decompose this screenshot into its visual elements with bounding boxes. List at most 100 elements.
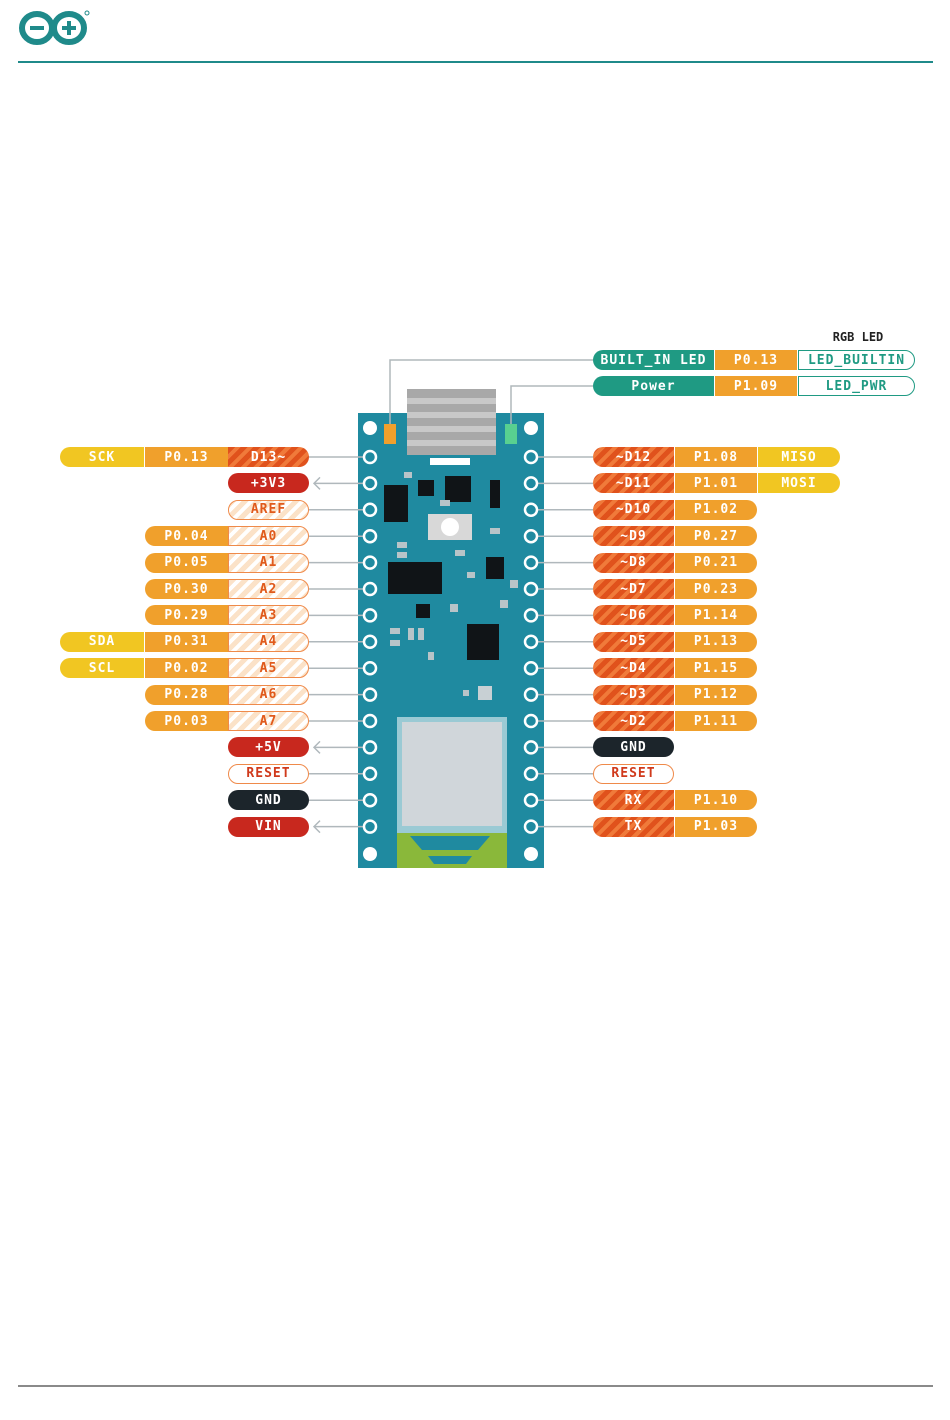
left-pin-label: P0.28 xyxy=(145,684,228,705)
right-pin-label: RX xyxy=(593,790,674,811)
right-pin-label: P1.11 xyxy=(675,711,757,731)
pin-pad xyxy=(362,476,378,491)
footer-rule xyxy=(18,1385,933,1387)
led-connector-line xyxy=(510,385,593,424)
right-pin-label: ~D3 xyxy=(593,684,674,705)
right-pin-label: P1.08 xyxy=(675,447,757,467)
left-pin-label: P0.31 xyxy=(145,631,228,652)
pin-pad xyxy=(523,476,539,491)
right-pin-label: P1.14 xyxy=(675,605,757,626)
pin-pad xyxy=(362,687,378,702)
pin-pad xyxy=(523,687,539,702)
right-pin-label: GND xyxy=(593,737,674,758)
left-pin-label: P0.29 xyxy=(145,605,228,626)
left-pin-label: SCK xyxy=(60,447,144,467)
right-pin-label: P1.12 xyxy=(675,684,757,705)
right-pin-label: P0.23 xyxy=(675,579,757,599)
pin-pad xyxy=(362,740,378,755)
pin-pad xyxy=(362,634,378,650)
left-pin-label: +3V3 xyxy=(228,473,309,494)
left-pin-label: A7 xyxy=(228,711,309,731)
led-label: BUILT_IN LED xyxy=(593,350,714,370)
chip xyxy=(486,557,504,579)
led-connector-line xyxy=(389,359,593,424)
right-pin-label: ~D2 xyxy=(593,711,674,731)
pin-pad xyxy=(362,608,378,623)
mounting-hole xyxy=(363,847,377,861)
left-pin-label: P0.13 xyxy=(145,447,228,467)
pin-pad xyxy=(523,713,539,729)
right-pin-label: ~D10 xyxy=(593,499,674,520)
led-label: LED_PWR xyxy=(798,376,915,396)
mounting-hole xyxy=(524,421,538,435)
chip xyxy=(445,476,471,502)
left-pin-label: A1 xyxy=(228,552,309,573)
right-pin-label: P1.03 xyxy=(675,816,757,837)
left-pin-label: SDA xyxy=(60,631,144,652)
chip xyxy=(418,480,434,496)
led-label: Power xyxy=(593,376,714,396)
left-pin-label: SCL xyxy=(60,658,144,679)
pin-pad xyxy=(362,502,378,518)
left-pin-label: A5 xyxy=(228,658,309,679)
left-pin-label: RESET xyxy=(228,763,309,784)
right-pin-label: MOSI xyxy=(758,473,840,494)
usb-connector xyxy=(407,389,496,455)
pin-pad xyxy=(523,581,539,597)
right-pin-label: P1.13 xyxy=(675,631,757,652)
chip xyxy=(490,480,500,508)
right-pin-label: P0.21 xyxy=(675,552,757,573)
pin-pad xyxy=(523,660,539,676)
pin-pad xyxy=(523,528,539,544)
pin-pad xyxy=(362,660,378,676)
left-pin-label: GND xyxy=(228,790,309,811)
left-pin-label: A6 xyxy=(228,684,309,705)
pin-pad xyxy=(523,792,539,808)
pin-pad xyxy=(362,713,378,729)
left-pin-label: P0.30 xyxy=(145,579,228,599)
chip xyxy=(416,604,430,618)
pin-pad xyxy=(362,528,378,544)
right-pin-label: P1.15 xyxy=(675,658,757,679)
right-pin-label: ~D7 xyxy=(593,579,674,599)
left-pin-label: P0.05 xyxy=(145,552,228,573)
rgb-led-title: RGB LED xyxy=(832,330,884,344)
right-pin-label: P1.01 xyxy=(675,473,757,494)
left-pin-label: P0.02 xyxy=(145,658,228,679)
pin-pad xyxy=(362,555,378,570)
left-pin-label: A3 xyxy=(228,605,309,626)
pin-pad xyxy=(362,766,378,782)
led-label: LED_BUILTIN xyxy=(798,350,915,370)
chip xyxy=(467,624,499,660)
right-pin-label: RESET xyxy=(593,763,674,784)
right-pin-label: TX xyxy=(593,816,674,837)
pin-pad xyxy=(523,634,539,650)
left-pin-label: AREF xyxy=(228,499,309,520)
pin-pad xyxy=(523,766,539,782)
left-pin-label: A0 xyxy=(228,526,309,547)
right-pin-label: ~D12 xyxy=(593,447,674,467)
left-pin-label: P0.03 xyxy=(145,711,228,731)
pin-pad xyxy=(523,555,539,570)
power-led xyxy=(505,424,517,444)
right-pin-label: P1.10 xyxy=(675,790,757,811)
pin-pad xyxy=(362,581,378,597)
right-pin-label: P0.27 xyxy=(675,526,757,547)
pin-pad xyxy=(523,449,539,465)
pin-pad xyxy=(362,792,378,808)
chip xyxy=(388,562,442,594)
left-pin-label: D13~ xyxy=(228,447,309,467)
left-pin-label: +5V xyxy=(228,737,309,758)
arduino-logo-icon xyxy=(19,10,90,45)
mounting-hole xyxy=(524,847,538,861)
right-pin-label: MISO xyxy=(758,447,840,467)
right-pin-label: ~D6 xyxy=(593,605,674,626)
pin-pad xyxy=(523,740,539,755)
right-pin-label: ~D5 xyxy=(593,631,674,652)
led-label: P0.13 xyxy=(715,350,797,370)
builtin-led xyxy=(384,424,396,444)
left-pin-label: A2 xyxy=(228,579,309,599)
pin-pad xyxy=(362,819,378,834)
